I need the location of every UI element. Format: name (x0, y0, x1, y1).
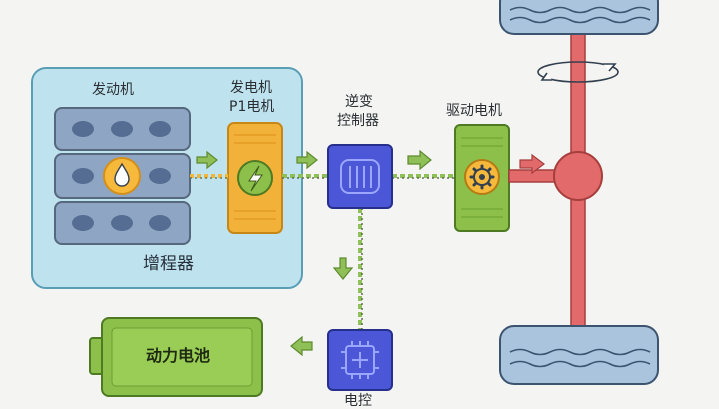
battery-controller-label: 电控 (344, 393, 372, 409)
rotation-arrow-icon (537, 61, 619, 83)
differential (553, 151, 603, 201)
drive-axle (508, 29, 603, 331)
generator-block (227, 122, 283, 234)
coil-icon (340, 159, 380, 194)
generator-label-line2: P1电机 (229, 99, 275, 115)
rear-wheel (499, 325, 659, 385)
drive-motor-block (454, 124, 510, 232)
drive-motor-label: 驱动电机 (446, 103, 502, 119)
range-extender-label: 增程器 (143, 254, 194, 274)
fuel-drop-icon (103, 157, 141, 195)
battery-block (89, 317, 263, 397)
inverter-block (327, 144, 393, 209)
chip-icon (341, 341, 379, 379)
lightning-icon (237, 160, 273, 196)
engine-label: 发动机 (92, 82, 134, 98)
gear-icon (464, 159, 500, 195)
battery-label: 动力电池 (146, 346, 211, 365)
electric-links (282, 174, 455, 330)
inverter-label-line1: 逆变 (345, 94, 373, 110)
inverter-label-line2: 控制器 (337, 113, 379, 129)
generator-label-line1: 发电机 (230, 80, 272, 96)
flow-arrows (196, 149, 432, 357)
front-wheel (499, 0, 659, 35)
battery-controller-block (327, 329, 393, 391)
engine-block (54, 107, 191, 245)
power-arrow (519, 153, 545, 175)
